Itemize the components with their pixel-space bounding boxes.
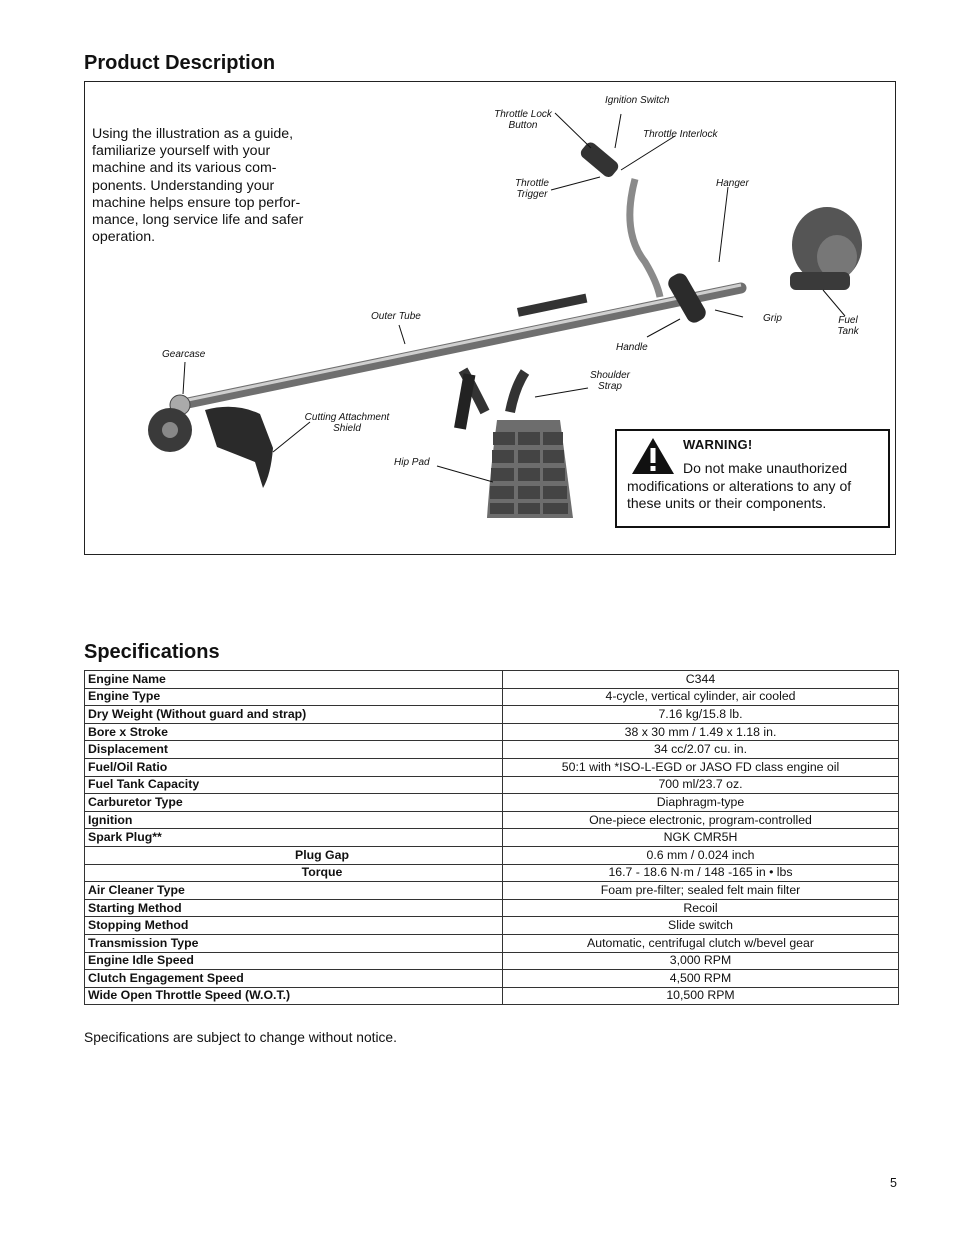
spec-label: Torque — [84, 863, 503, 883]
spec-value: Diaphragm-type — [502, 793, 899, 812]
spec-label: Spark Plug** — [84, 828, 503, 847]
spec-value: 38 x 30 mm / 1.49 x 1.18 in. — [502, 722, 899, 742]
spec-value: 34 cc/2.07 cu. in. — [502, 740, 899, 759]
spec-value: One-piece electronic, program-controlled — [502, 810, 899, 830]
label-shoulder-strap: Shoulder Strap — [589, 370, 631, 392]
label-hanger: Hanger — [716, 178, 749, 189]
handle-bar-shape — [626, 178, 664, 298]
spec-label: Displacement — [84, 740, 503, 759]
label-throttle-lock-button: Throttle Lock Button — [494, 109, 552, 131]
product-description-title: Product Description — [84, 52, 276, 74]
spec-value: Foam pre-filter; sealed felt main filter — [502, 881, 899, 900]
page-number: 5 — [890, 1176, 897, 1190]
label-gearcase: Gearcase — [162, 349, 206, 360]
hip-pad-cells — [490, 432, 568, 514]
warning-icon — [632, 438, 674, 474]
spec-label: Carburetor Type — [84, 793, 503, 812]
outer-tube-highlight — [182, 283, 742, 403]
product-illustration-panel: Using the illustration as a guide, famil… — [84, 81, 896, 555]
spec-value: 4-cycle, vertical cylinder, air cooled — [502, 687, 899, 707]
spec-label: Clutch Engagement Speed — [84, 969, 503, 988]
spec-value: C344 — [502, 670, 899, 689]
spec-label: Engine Name — [84, 670, 503, 689]
engine-cover — [817, 235, 857, 279]
throttle-handle-shape — [580, 142, 619, 178]
spec-label: Bore x Stroke — [84, 722, 503, 742]
spec-value: 10,500 RPM — [502, 986, 899, 1006]
label-handle: Handle — [616, 342, 648, 353]
spec-value: Recoil — [502, 898, 899, 918]
spec-label: Fuel/Oil Ratio — [84, 757, 503, 777]
spec-value: 0.6 mm / 0.024 inch — [502, 845, 899, 865]
spec-value: NGK CMR5H — [502, 828, 899, 847]
tube-decal — [517, 293, 588, 317]
spec-label: Wide Open Throttle Speed (W.O.T.) — [84, 986, 503, 1006]
warning-box: WARNING! Do not make unauthorized modifi… — [615, 429, 890, 528]
grip-shape — [668, 273, 706, 323]
label-hip-pad: Hip Pad — [394, 457, 430, 468]
spec-value: 50:1 with *ISO-L-EGD or JASO FD class en… — [502, 757, 899, 777]
spec-label: Plug Gap — [84, 845, 503, 865]
label-fuel-tank: Fuel Tank — [837, 315, 859, 337]
label-grip: Grip — [763, 313, 782, 324]
spec-label: Stopping Method — [84, 916, 503, 935]
spec-row: Wide Open Throttle Speed (W.O.T.)10,500 … — [84, 986, 899, 1006]
outer-tube-shape — [177, 282, 747, 410]
spec-label: Fuel Tank Capacity — [84, 775, 503, 795]
label-cutting-attachment-shield: Cutting Attachment Shield — [304, 412, 390, 434]
spec-label: Engine Idle Speed — [84, 951, 503, 971]
spec-row: Spark Plug**NGK CMR5H — [84, 828, 899, 847]
warning-title: WARNING! — [683, 437, 753, 452]
spec-value: Automatic, centrifugal clutch w/bevel ge… — [502, 933, 899, 953]
trimmer-illustration — [148, 112, 862, 518]
cutting-shield-shape — [205, 406, 273, 488]
spec-label: Dry Weight (Without guard and strap) — [84, 705, 503, 724]
trimmer-head-hub — [162, 422, 178, 438]
warning-text: Do not make unauthorized modifications o… — [627, 460, 852, 511]
spec-value: 3,000 RPM — [502, 951, 899, 971]
label-outer-tube: Outer Tube — [371, 311, 421, 322]
spec-row: Dry Weight (Without guard and strap)7.16… — [84, 705, 899, 724]
spec-label: Ignition — [84, 810, 503, 830]
label-ignition-switch: Ignition Switch — [605, 95, 670, 106]
spec-value: 7.16 kg/15.8 lb. — [502, 705, 899, 724]
spec-value: 700 ml/23.7 oz. — [502, 775, 899, 795]
fuel-tank-shape — [790, 272, 850, 290]
label-throttle-trigger: Throttle Trigger — [515, 178, 549, 200]
spec-value: Slide switch — [502, 916, 899, 935]
spec-label: Transmission Type — [84, 933, 503, 953]
intro-text: Using the illustration as a guide, famil… — [92, 126, 304, 246]
leader-lines — [182, 112, 846, 483]
spec-label: Air Cleaner Type — [84, 881, 503, 900]
specifications-title: Specifications — [84, 641, 220, 663]
strap-pad-shape — [454, 373, 476, 430]
specifications-footnote: Specifications are subject to change wit… — [84, 1030, 397, 1045]
spec-value: 16.7 - 18.6 N·m / 148 -165 in • lbs — [502, 863, 899, 883]
spec-value: 4,500 RPM — [502, 969, 899, 988]
spec-label: Engine Type — [84, 687, 503, 707]
label-throttle-interlock: Throttle Interlock — [643, 129, 718, 140]
spec-label: Starting Method — [84, 898, 503, 918]
